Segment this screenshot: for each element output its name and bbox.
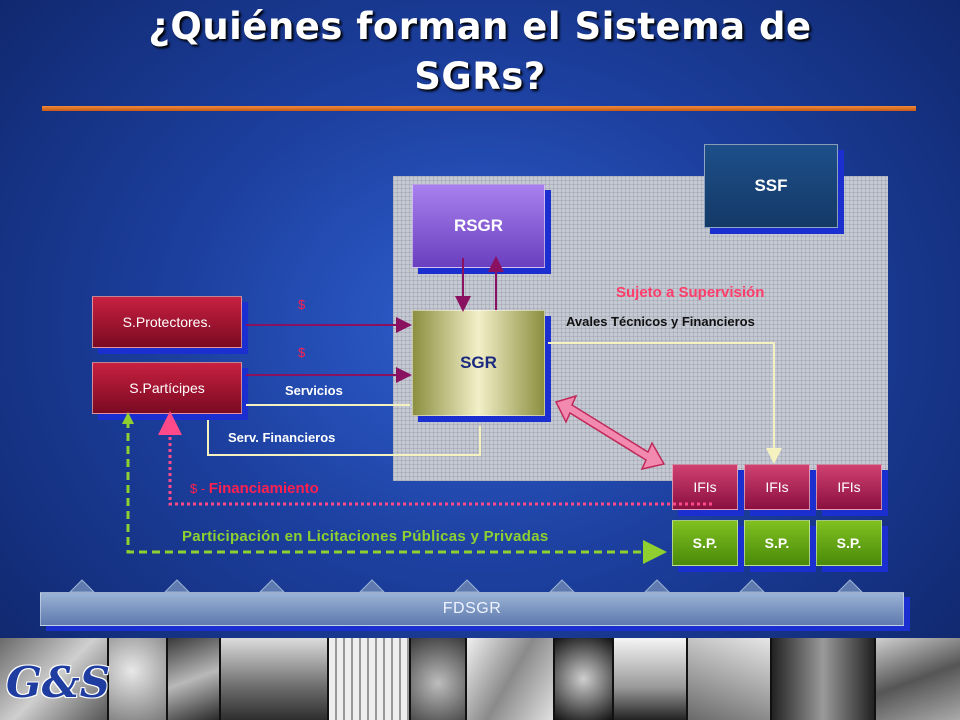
- photo-spreadsheet: [328, 638, 411, 720]
- ifis-box-3: IFIs: [816, 464, 882, 510]
- photo-handshake: [772, 638, 876, 720]
- photo-documents: [688, 638, 773, 720]
- arrow-financiamiento: [158, 411, 712, 506]
- socios-protectores-box: S.Protectores.: [92, 296, 242, 348]
- label-financiamiento-prefix: $ -: [190, 481, 209, 496]
- photo-coins: [410, 638, 468, 720]
- photo-woman: [168, 638, 221, 720]
- label-dollar-participes: $: [298, 345, 306, 360]
- sp-box-3: S.P.: [816, 520, 882, 566]
- line-serv-financieros: [207, 420, 481, 456]
- photo-eggs: [109, 638, 169, 720]
- arrow-licitaciones-start: [122, 412, 134, 424]
- gs-logo: G&S: [5, 658, 111, 707]
- rsgr-box: RSGR: [412, 184, 545, 268]
- fdsgr-up-arrows: [68, 579, 864, 593]
- title-underline: [42, 106, 916, 111]
- socios-participes-box: S.Partícipes: [92, 362, 242, 414]
- photo-people: [0, 638, 110, 720]
- sp-box-2: S.P.: [744, 520, 810, 566]
- photo-money-hand: [555, 638, 614, 720]
- ifis-box-2: IFIs: [744, 464, 810, 510]
- ssf-box: SSF: [704, 144, 838, 228]
- arrow-avales-to-ifis: [548, 342, 782, 464]
- label-sujeto-supervision: Sujeto a Supervisión: [616, 284, 765, 301]
- label-financiamiento: $ - Financiamiento: [190, 480, 319, 497]
- photo-pen: [467, 638, 556, 720]
- photo-chefs: [614, 638, 689, 720]
- page-title-line-2: SGRs?: [414, 55, 546, 98]
- photo-office: [875, 638, 960, 720]
- fdsgr-bar: FDSGR: [40, 592, 904, 626]
- label-dollar-protectores: $: [298, 297, 306, 312]
- label-avales: Avales Técnicos y Financieros: [566, 314, 755, 329]
- label-serv-financieros: Serv. Financieros: [228, 430, 336, 445]
- arrow-licitaciones: [126, 420, 667, 564]
- label-licitaciones: Participación en Licitaciones Públicas y…: [182, 528, 549, 545]
- photo-strip: [0, 638, 960, 720]
- label-financiamiento-text: Financiamiento: [208, 480, 319, 497]
- photo-market: [220, 638, 329, 720]
- sp-box-1: S.P.: [672, 520, 738, 566]
- double-arrow-sgr-ifis: [554, 394, 666, 471]
- label-servicios: Servicios: [285, 383, 343, 398]
- sgr-box: SGR: [412, 310, 545, 416]
- page-title-line-1: ¿Quiénes forman el Sistema de: [148, 5, 812, 48]
- ifis-box-1: IFIs: [672, 464, 738, 510]
